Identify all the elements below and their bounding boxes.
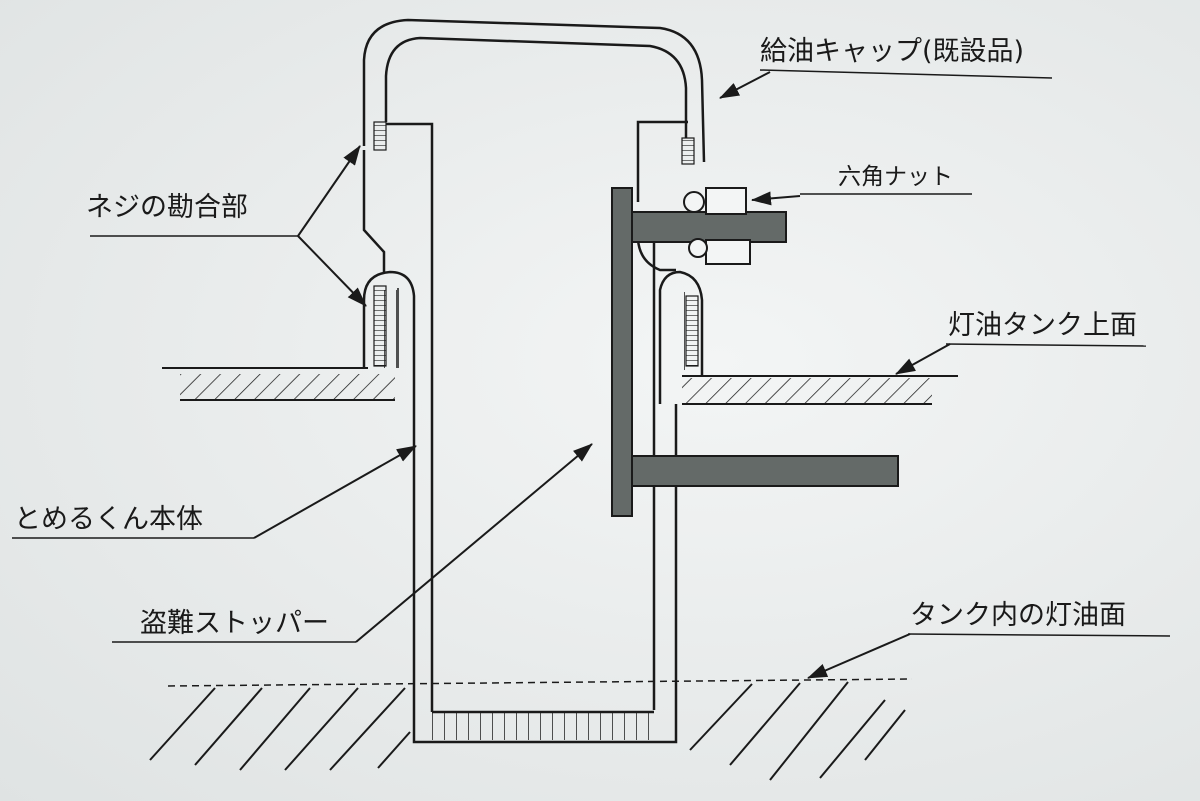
label-hex-nut: 六角ナット — [838, 164, 953, 190]
thread-lower-right — [685, 295, 699, 367]
tomerukun-body-shape — [362, 120, 688, 744]
oil-hatching — [149, 681, 906, 781]
tank-top-right — [682, 375, 958, 405]
label-anti-theft-stopper: 盗難ストッパー — [140, 608, 329, 639]
label-oil-level: タンク内の灯油面 — [910, 600, 1126, 631]
tank-top-left — [162, 367, 395, 401]
arrow-tank-top — [895, 343, 951, 375]
arrow-tomerukun-body — [253, 445, 417, 539]
arrow-anti-theft-stopper — [355, 443, 593, 643]
arrow-oil-level — [807, 633, 911, 679]
filler-neck-right — [658, 270, 704, 404]
label-tomerukun-body: とめるくん本体 — [14, 504, 203, 535]
thread-lower-left — [373, 285, 387, 367]
hex-nut-shape — [683, 187, 751, 265]
label-fuel-cap: 給油キャップ(既設品) — [760, 36, 1024, 67]
thread-upper-right — [681, 137, 695, 165]
fuel-cap-shape — [362, 18, 706, 163]
arrow-thread-lower — [297, 235, 367, 307]
label-thread-engagement: ネジの勘合部 — [86, 192, 248, 223]
anti-theft-stopper-shape — [611, 187, 899, 517]
arrow-thread-upper — [297, 145, 361, 237]
label-tank-top: 灯油タンク上面 — [948, 310, 1137, 341]
thread-upper-left — [373, 121, 387, 151]
arrow-fuel-cap — [719, 71, 771, 99]
arrow-hex-nut — [751, 191, 801, 206]
oil-level-line — [167, 678, 913, 687]
